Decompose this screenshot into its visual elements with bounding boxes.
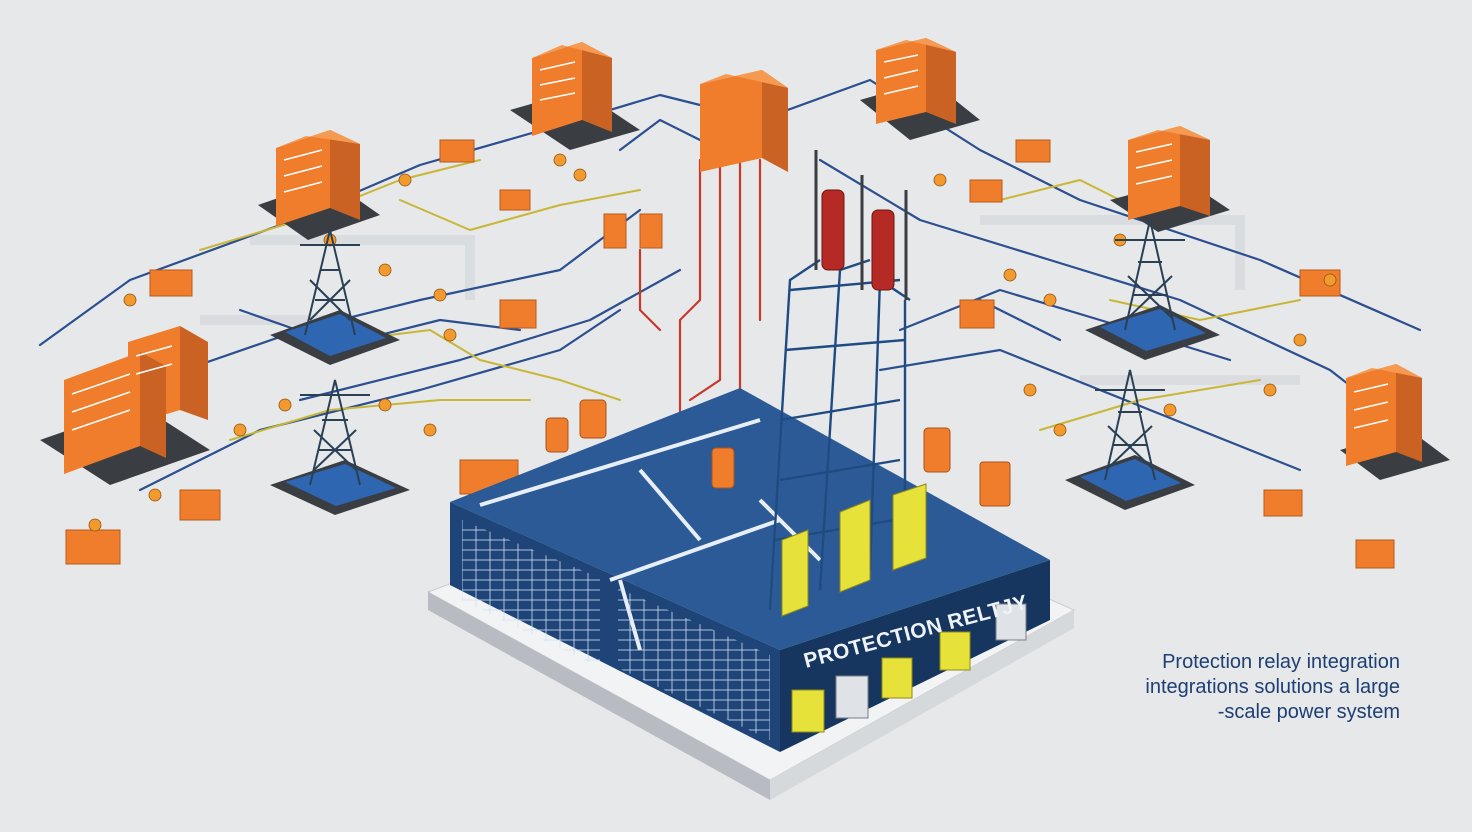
caption-line-3: -scale power system	[1217, 701, 1400, 723]
relay-cabinet-left	[40, 326, 210, 485]
relay-cabinet-upper-left	[258, 130, 380, 240]
relay-cabinet-center-top	[700, 70, 788, 172]
connector-nodes	[88, 153, 1337, 532]
background-circuit-traces	[200, 215, 1300, 385]
relay-cabinet-right	[1340, 364, 1450, 480]
platform-front-cabinets	[791, 603, 1027, 733]
relay-cabinet-upper-right	[1110, 126, 1230, 232]
protection-relay-platform: PROTECTION RELTJY	[426, 388, 1076, 800]
substation-orange-capacitors	[545, 399, 1011, 507]
caption-line-2: integrations solutions a large	[1145, 676, 1400, 698]
transmission-tower-upper-left	[270, 229, 400, 365]
substation-yellow-cabinets	[781, 483, 927, 617]
diagram-caption: Protection relay integration integration…	[1040, 650, 1400, 725]
substation-structure	[545, 150, 1011, 617]
transmission-tower-lower-left	[270, 379, 410, 515]
transmission-tower-lower-right	[1065, 369, 1195, 510]
relay-cabinet-top-left	[510, 42, 640, 150]
insulator-stacks	[821, 189, 895, 291]
caption-line-1: Protection relay integration	[1162, 651, 1400, 673]
relay-modules-small	[65, 139, 1395, 569]
transmission-tower-upper-right	[1085, 219, 1220, 360]
relay-cabinet-top-right	[860, 38, 980, 140]
